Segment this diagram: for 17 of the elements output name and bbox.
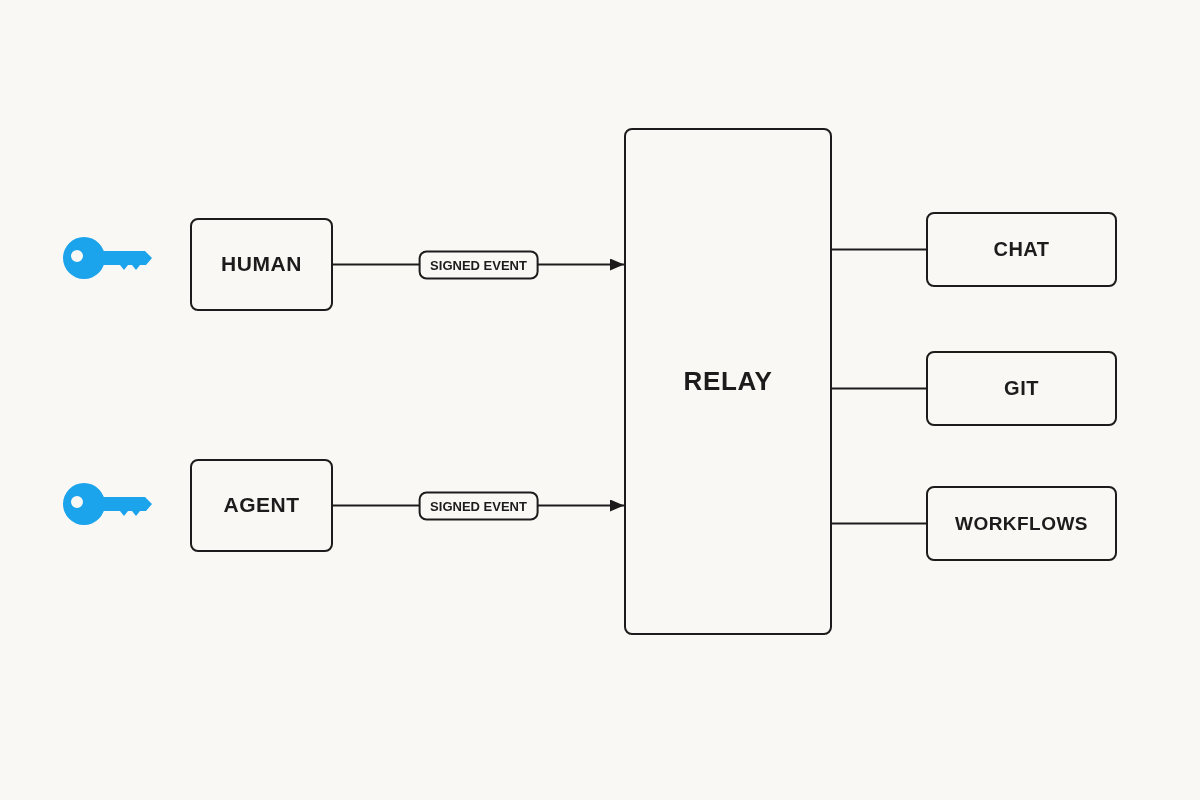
connector-line bbox=[831, 522, 927, 525]
node-label: WORKFLOWS bbox=[955, 511, 1088, 536]
process-box bbox=[926, 212, 1117, 287]
connector-line bbox=[831, 387, 927, 390]
edge-label: SIGNED EVENT bbox=[418, 491, 539, 520]
edge-label: SIGNED EVENT bbox=[418, 250, 539, 279]
node-label: RELAY bbox=[683, 365, 773, 398]
node-label: HUMAN bbox=[221, 251, 302, 278]
process-box bbox=[926, 486, 1117, 561]
node-label: AGENT bbox=[223, 492, 300, 519]
process-box bbox=[624, 128, 832, 635]
connector-line bbox=[831, 248, 927, 251]
process-box bbox=[190, 459, 333, 552]
process-box bbox=[926, 351, 1117, 426]
node-label: GIT bbox=[1004, 376, 1039, 401]
process-box bbox=[190, 218, 333, 311]
node-label: CHAT bbox=[993, 237, 1050, 262]
